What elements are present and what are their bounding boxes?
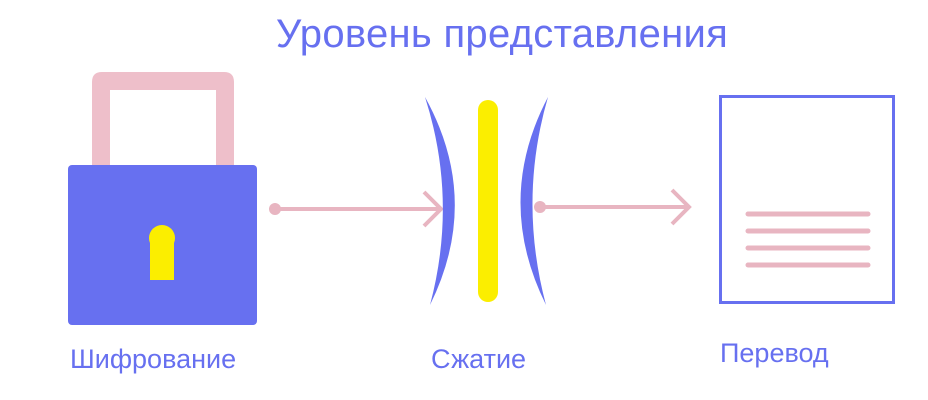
compression-icon bbox=[425, 97, 548, 305]
compression-right-bracket bbox=[520, 97, 548, 305]
label-translation: Перевод bbox=[720, 338, 829, 368]
label-compression: Сжатие bbox=[431, 344, 527, 374]
compression-bar bbox=[478, 100, 498, 302]
page-title: Уровень представления bbox=[275, 12, 729, 56]
document-icon bbox=[719, 95, 895, 304]
arrow-compression-to-translation bbox=[534, 188, 692, 226]
document-frame bbox=[719, 95, 895, 304]
keyhole-stem bbox=[150, 238, 174, 280]
arrow-encryption-to-compression bbox=[269, 190, 444, 228]
padlock-icon bbox=[68, 72, 257, 325]
label-encryption: Шифрование bbox=[70, 344, 237, 374]
compression-left-bracket bbox=[425, 97, 455, 305]
padlock-shackle bbox=[92, 72, 234, 170]
